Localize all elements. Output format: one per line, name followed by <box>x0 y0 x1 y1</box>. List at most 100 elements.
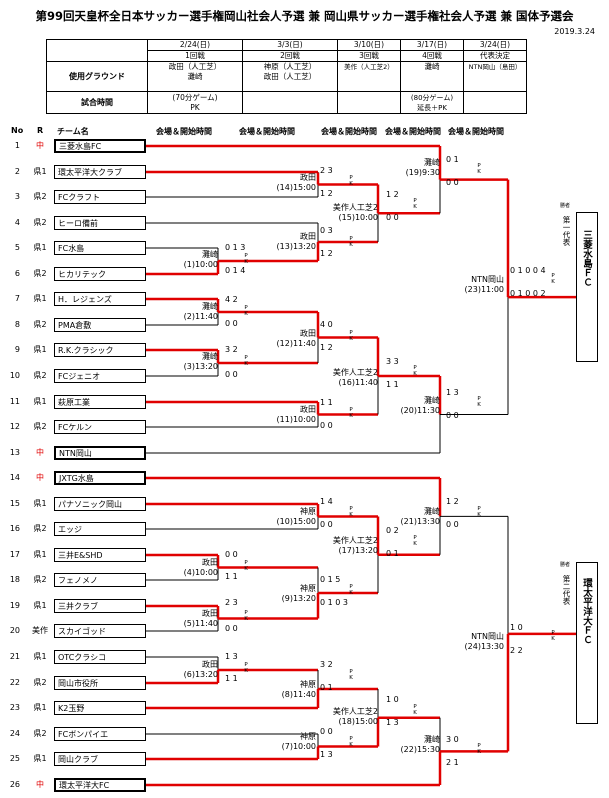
team-number: 24 <box>9 729 20 738</box>
ground-label: 使用グラウンド <box>46 61 148 92</box>
team-name: パナソニック岡山 <box>54 497 146 511</box>
team-number: 6 <box>14 269 20 278</box>
team-number: 22 <box>9 678 20 687</box>
score: 0 0 <box>225 624 238 633</box>
score: 0 1 5 <box>320 575 341 584</box>
venue-label: 神原(7)10:00 <box>281 732 316 751</box>
score: 1 2 <box>320 189 333 198</box>
pk-mark: P K <box>244 610 248 622</box>
pk-mark: P K <box>477 506 481 518</box>
team-name: PMA倉敷 <box>54 318 146 332</box>
team-name: エッジ <box>54 522 146 536</box>
match-format: 延長＋PK <box>417 103 447 112</box>
venue-label: 神原(8)11:40 <box>281 680 316 699</box>
team-number: 8 <box>14 320 20 329</box>
score: 1 2 <box>386 190 399 199</box>
winner-small-label: 勝者 <box>560 203 571 209</box>
team-name: ヒカリテック <box>54 267 146 281</box>
team-name: FCジェニオ <box>54 369 146 383</box>
score: 4 2 <box>225 295 238 304</box>
score: 0 3 <box>320 226 333 235</box>
header-venue: 会場＆開始時間 <box>239 127 295 136</box>
pk-mark: P K <box>349 407 353 419</box>
score: 0 1 0 0 4 <box>510 266 546 275</box>
header-venue: 会場＆開始時間 <box>156 127 212 136</box>
team-rank: 県2 <box>33 320 47 329</box>
score: 0 1 <box>446 155 459 164</box>
team-rank: 県2 <box>33 422 47 431</box>
venue-label: NTN岡山(23)11:00 <box>464 275 504 294</box>
score: 1 1 <box>386 380 399 389</box>
venue-label: 美作人工芝2(15)10:00 <box>332 203 378 222</box>
pk-mark: P K <box>413 535 417 547</box>
venue-label: 灘崎(22)15:30 <box>400 735 440 754</box>
score: 0 1 <box>320 683 333 692</box>
score: 0 0 <box>225 319 238 328</box>
pk-mark: P K <box>413 365 417 377</box>
team-number: 12 <box>9 422 20 431</box>
winner-team: 三菱水島ＦＣ <box>581 230 592 287</box>
team-number: 11 <box>9 397 20 406</box>
venue-label: 美作人工芝2(17)13:20 <box>332 536 378 555</box>
team-name: 萩原工業 <box>54 395 146 409</box>
team-rank: 県1 <box>33 294 47 303</box>
pk-mark: P K <box>244 355 248 367</box>
team-rank: 県2 <box>33 575 47 584</box>
venue-label: 神原(10)15:00 <box>276 507 316 526</box>
team-name: NTN岡山 <box>54 446 146 460</box>
team-name: 岡山クラブ <box>54 752 146 766</box>
team-name: FCクラフト <box>54 190 146 204</box>
team-number: 1 <box>14 141 20 150</box>
score: 0 0 <box>225 370 238 379</box>
header-venue: 会場＆開始時間 <box>448 127 504 136</box>
team-name: 三井E&SHD <box>54 548 146 562</box>
team-number: 18 <box>9 575 20 584</box>
score: 3 0 <box>446 735 459 744</box>
team-name: K2玉野 <box>54 701 146 715</box>
team-rank: 県2 <box>33 218 47 227</box>
team-rank: 県1 <box>33 499 47 508</box>
venue-label: 灘崎(1)10:00 <box>183 250 218 269</box>
ground-name: 美作（人工芝2） <box>344 63 394 71</box>
venue-label: 政田(5)11:40 <box>183 609 218 628</box>
pk-mark: P K <box>349 175 353 187</box>
venue-label: 灘崎(21)13:30 <box>400 507 440 526</box>
pk-mark: P K <box>551 630 555 642</box>
sheet-date: 2019.3.24 <box>554 27 595 36</box>
score: 0 0 <box>446 520 459 529</box>
venue-label: 政田(12)11:40 <box>276 329 316 348</box>
score: 1 0 <box>386 695 399 704</box>
pk-mark: P K <box>413 198 417 210</box>
team-name: JXTG水島 <box>54 471 146 485</box>
team-name: 環太平洋大クラブ <box>54 165 146 179</box>
team-number: 5 <box>14 243 20 252</box>
team-rank: 県1 <box>33 550 47 559</box>
score: 1 2 <box>320 249 333 258</box>
score: 0 0 <box>225 550 238 559</box>
venue-label: 政田(6)13:20 <box>183 660 218 679</box>
score: 3 2 <box>225 345 238 354</box>
venue-label: NTN岡山(24)13:30 <box>464 632 504 651</box>
winner-label: 第一代表 <box>562 216 571 246</box>
team-name: ヒーロ備前 <box>54 216 146 230</box>
match-format: PK <box>190 102 200 112</box>
score: 4 0 <box>320 320 333 329</box>
venue-label: 政田(13)13:20 <box>276 232 316 251</box>
team-number: 19 <box>9 601 20 610</box>
pk-mark: P K <box>244 662 248 674</box>
team-number: 25 <box>9 754 20 763</box>
team-rank: 県2 <box>33 371 47 380</box>
team-rank: 中 <box>36 780 44 789</box>
team-rank: 県2 <box>33 678 47 687</box>
pk-mark: P K <box>244 305 248 317</box>
team-number: 7 <box>14 294 20 303</box>
team-number: 4 <box>14 218 20 227</box>
score: 0 0 <box>386 213 399 222</box>
team-number: 17 <box>9 550 20 559</box>
team-number: 20 <box>9 626 20 635</box>
pk-mark: P K <box>349 330 353 342</box>
pk-mark: P K <box>477 743 481 755</box>
score: 1 3 <box>386 718 399 727</box>
score: 1 2 <box>320 343 333 352</box>
